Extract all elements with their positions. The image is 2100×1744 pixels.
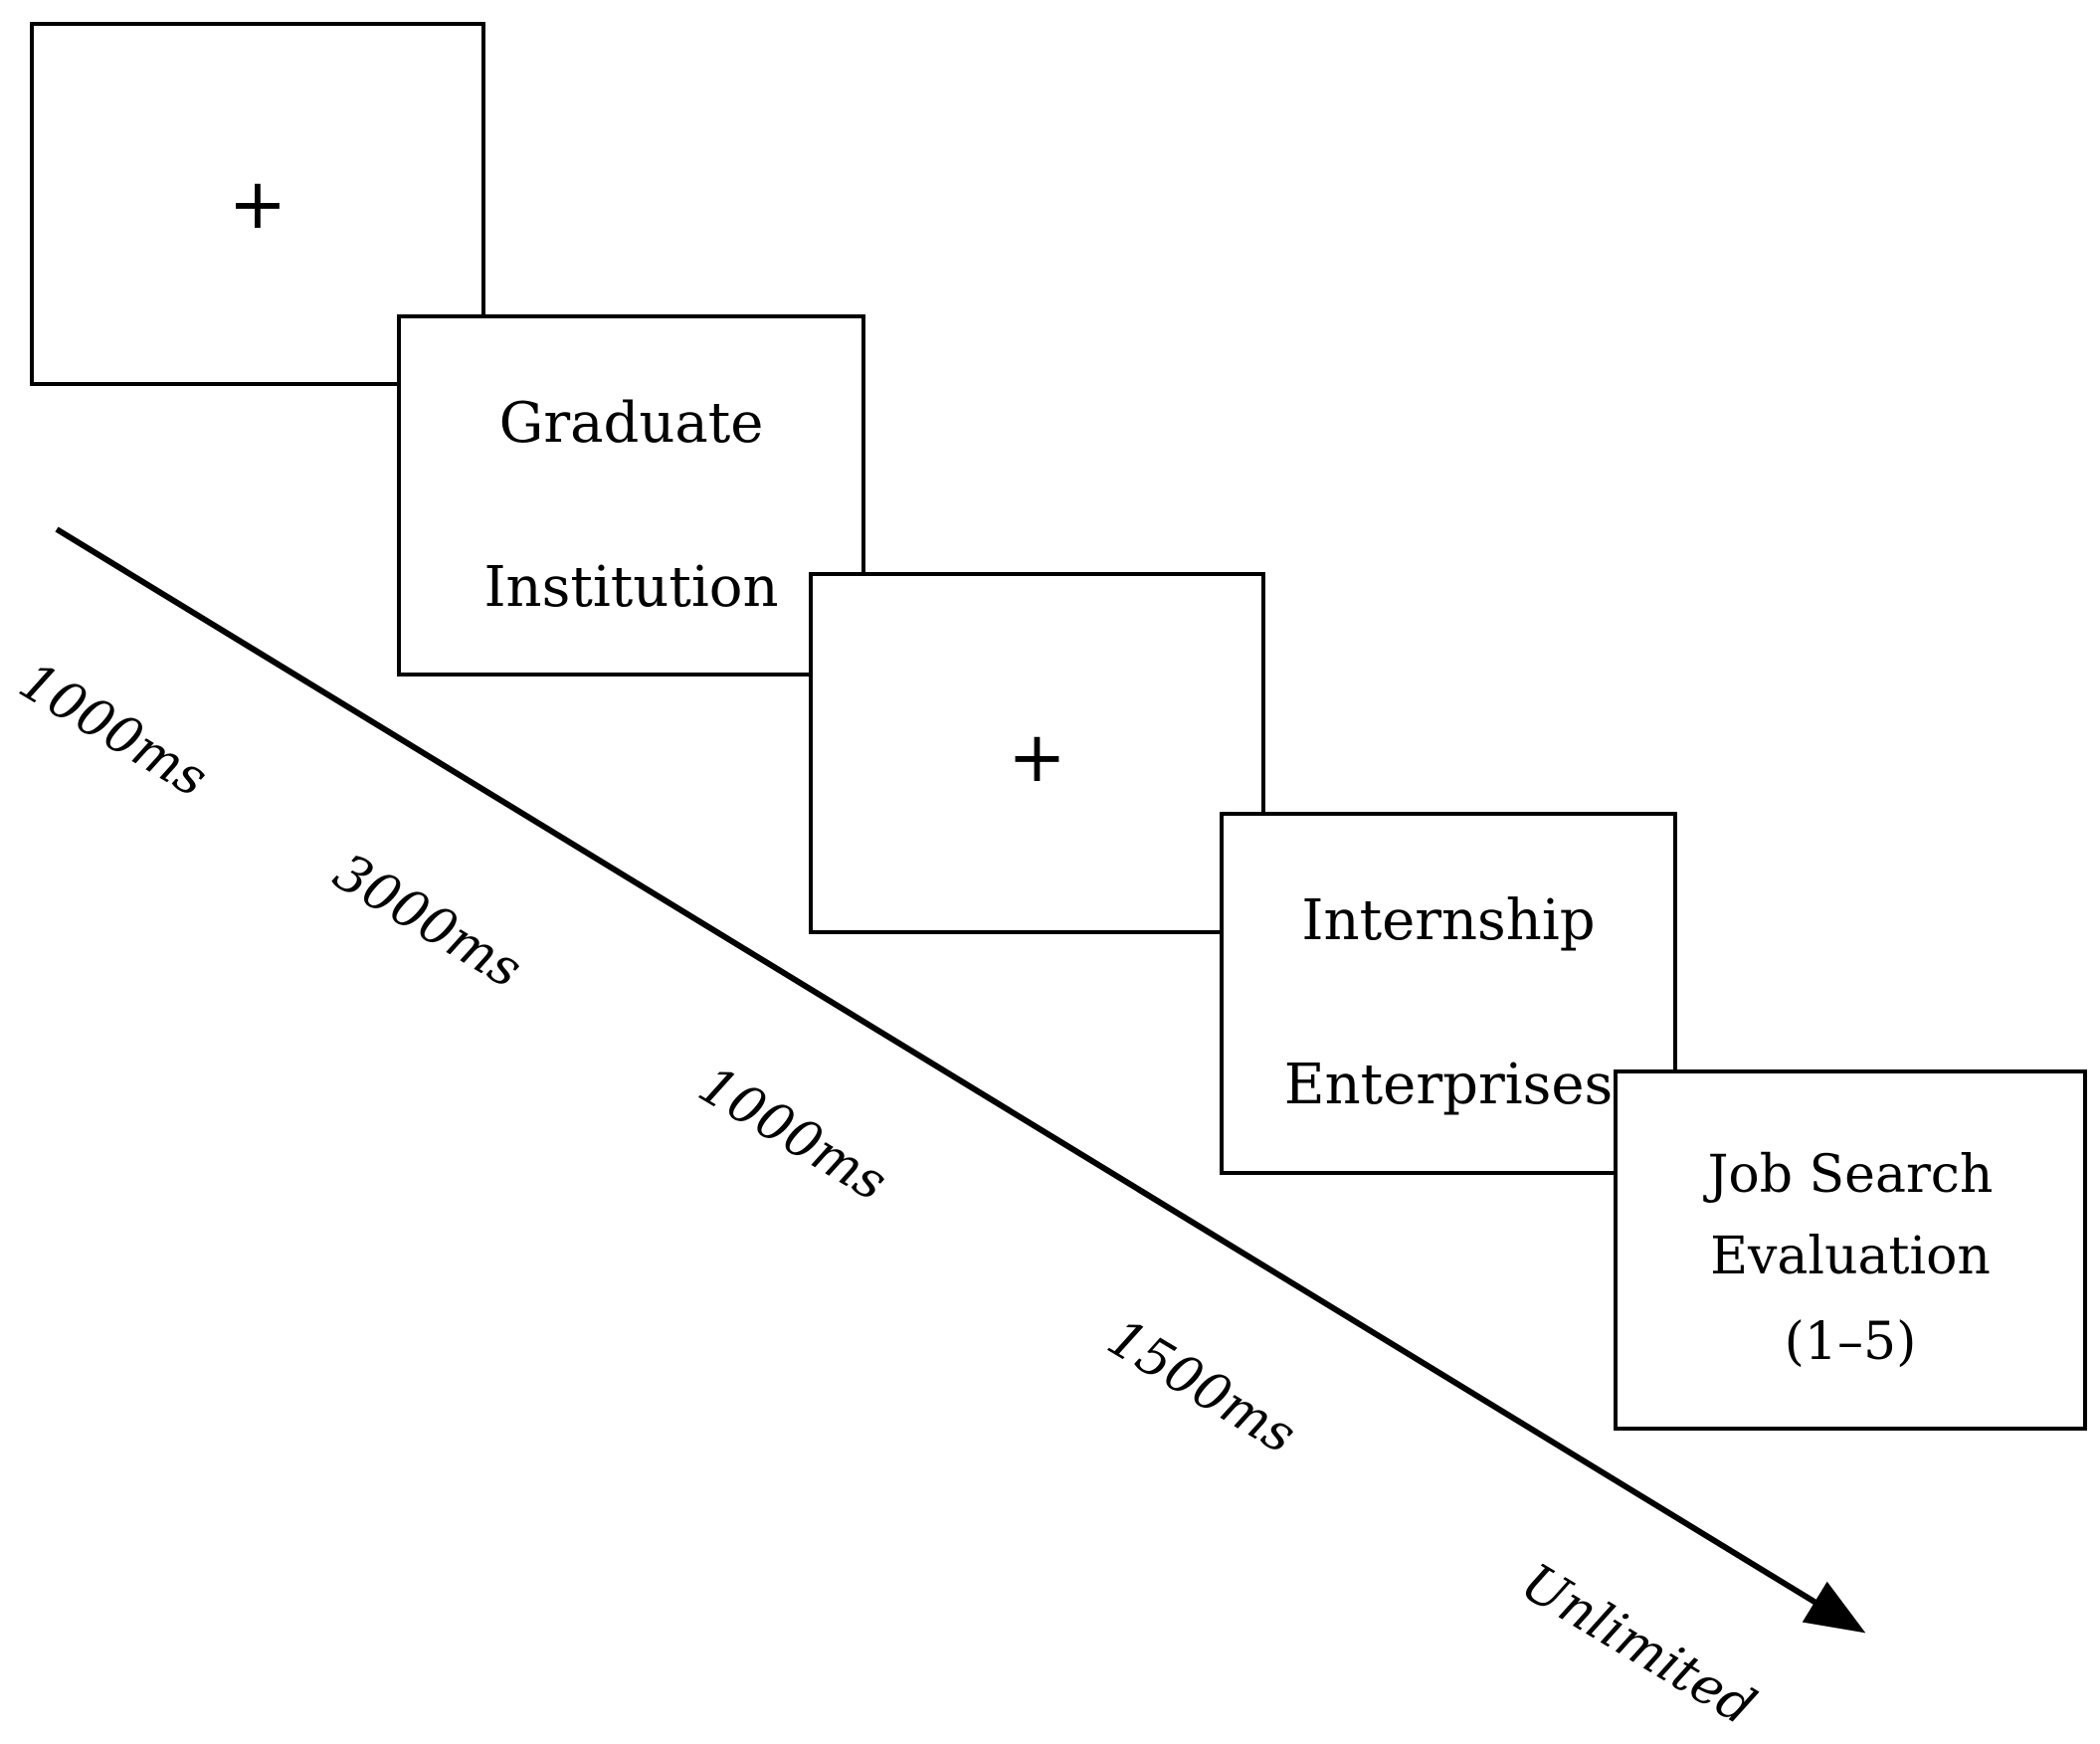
fixation-screen-2: +: [809, 572, 1265, 934]
fixation-cross-icon: +: [228, 163, 287, 245]
evaluation-screen: Job Search Evaluation (1–5): [1614, 1069, 2087, 1431]
stimulus-text-line-2: Enterprises: [1283, 1053, 1614, 1117]
evaluation-scale-label: (1–5): [1784, 1312, 1917, 1372]
stimulus-screen-internship-enterprises: Internship Enterprises: [1220, 812, 1677, 1175]
evaluation-text-line-1: Job Search: [1707, 1145, 1994, 1205]
timeline-line: [55, 526, 1866, 1634]
fixation-cross-icon: +: [1008, 715, 1066, 798]
stimulus-text-line-2: Institution: [483, 555, 779, 620]
stimulus-text-line-1: Internship: [1301, 888, 1596, 953]
stimulus-text-line-1: Graduate: [498, 391, 764, 456]
stimulus-screen-graduate-institution: Graduate Institution: [397, 314, 865, 677]
evaluation-text-line-2: Evaluation: [1710, 1227, 1991, 1286]
